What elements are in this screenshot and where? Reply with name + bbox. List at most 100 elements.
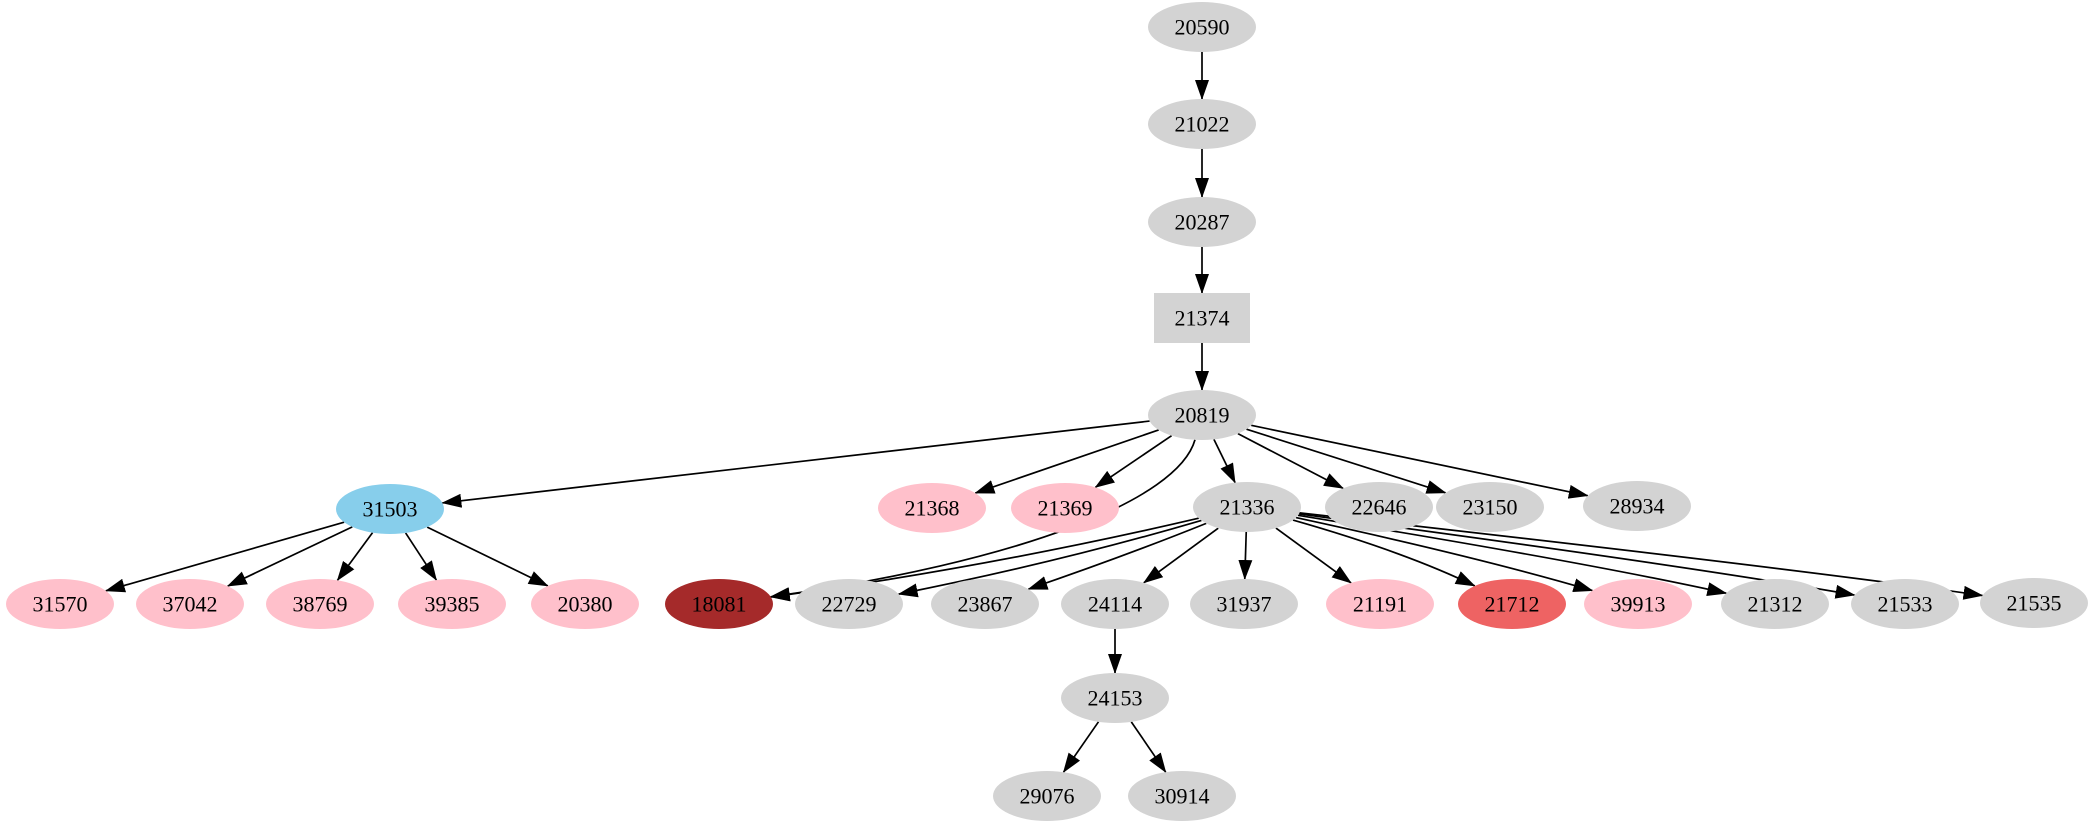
- node-label-20819: 20819: [1175, 403, 1230, 428]
- node-shape-18081: [665, 579, 773, 629]
- node-shape-20287: [1148, 197, 1256, 247]
- node-shape-39913: [1584, 579, 1692, 629]
- edge-21336-21712: [1292, 519, 1476, 587]
- node-label-21369: 21369: [1038, 496, 1093, 521]
- node-shape-20380: [531, 579, 639, 629]
- node-shape-23150: [1436, 482, 1544, 532]
- node-21336: 21336: [1193, 482, 1301, 532]
- node-shape-20819: [1148, 390, 1256, 440]
- node-21374: 21374: [1154, 293, 1250, 343]
- node-label-24114: 24114: [1088, 592, 1142, 617]
- node-shape-29076: [993, 771, 1101, 821]
- edge-20819-22646: [1237, 432, 1344, 490]
- edge-20819-31503: [441, 420, 1150, 508]
- edge-21336-23867: [1027, 522, 1207, 590]
- edge-21336-21191: [1275, 527, 1352, 584]
- node-21369: 21369: [1011, 483, 1119, 533]
- node-30914: 30914: [1128, 771, 1236, 821]
- node-label-31937: 31937: [1217, 592, 1272, 617]
- node-shape-31503: [336, 484, 444, 534]
- node-24153: 24153: [1061, 673, 1169, 723]
- edge-24153-30914: [1130, 721, 1167, 773]
- node-label-31570: 31570: [33, 592, 88, 617]
- node-shape-38769: [266, 579, 374, 629]
- node-shape-20590: [1148, 2, 1256, 52]
- node-label-38769: 38769: [293, 592, 348, 617]
- node-label-29076: 29076: [1020, 784, 1075, 809]
- node-21535: 21535: [1980, 578, 2088, 628]
- node-23867: 23867: [931, 579, 1039, 629]
- edge-20819-21369: [1094, 434, 1173, 489]
- nodes: 20590 21022 20287 21374 20819 31503 21368 21369…: [6, 2, 2088, 821]
- node-label-22729: 22729: [822, 592, 877, 617]
- node-39385: 39385: [398, 579, 506, 629]
- node-label-21191: 21191: [1353, 592, 1407, 617]
- node-label-20380: 20380: [558, 592, 613, 617]
- node-20287: 20287: [1148, 197, 1256, 247]
- node-label-21022: 21022: [1175, 112, 1230, 137]
- node-label-20590: 20590: [1175, 15, 1230, 40]
- edge-31503-37042: [226, 526, 353, 587]
- node-20819: 20819: [1148, 390, 1256, 440]
- node-label-20287: 20287: [1175, 210, 1230, 235]
- node-21533: 21533: [1851, 579, 1959, 629]
- node-31570: 31570: [6, 579, 114, 629]
- node-38769: 38769: [266, 579, 374, 629]
- edge-21336-31937: [1238, 531, 1253, 581]
- node-label-28934: 28934: [1610, 494, 1665, 519]
- node-28934: 28934: [1583, 481, 1691, 531]
- node-label-23867: 23867: [958, 592, 1013, 617]
- node-shape-21535: [1980, 578, 2088, 628]
- node-label-31503: 31503: [363, 497, 418, 522]
- node-21368: 21368: [878, 483, 986, 533]
- node-shape-23867: [931, 579, 1039, 629]
- node-label-21533: 21533: [1878, 592, 1933, 617]
- node-23150: 23150: [1436, 482, 1544, 532]
- node-label-21336: 21336: [1220, 495, 1275, 520]
- node-shape-21712: [1458, 579, 1566, 629]
- node-shape-37042: [136, 579, 244, 629]
- node-shape-24114: [1061, 579, 1169, 629]
- node-label-39385: 39385: [425, 592, 480, 617]
- node-shape-21533: [1851, 579, 1959, 629]
- node-shape-21369: [1011, 483, 1119, 533]
- node-label-21712: 21712: [1485, 592, 1540, 617]
- node-label-18081: 18081: [692, 592, 747, 617]
- edge-31503-39385: [404, 532, 438, 581]
- node-shape-21191: [1326, 579, 1434, 629]
- node-20380: 20380: [531, 579, 639, 629]
- node-shape-21022: [1148, 99, 1256, 149]
- node-29076: 29076: [993, 771, 1101, 821]
- node-24114: 24114: [1061, 579, 1169, 629]
- node-label-21368: 21368: [905, 496, 960, 521]
- node-label-21535: 21535: [2007, 591, 2062, 616]
- edge-20819-23150: [1246, 428, 1447, 494]
- node-shape-21312: [1721, 579, 1829, 629]
- node-22646: 22646: [1325, 482, 1433, 532]
- node-31937: 31937: [1190, 579, 1298, 629]
- node-21191: 21191: [1326, 579, 1434, 629]
- edge-20819-21336: [1213, 439, 1236, 484]
- edge-31503-38769: [336, 532, 374, 582]
- node-shape-21336: [1193, 482, 1301, 532]
- node-21022: 21022: [1148, 99, 1256, 149]
- edges: [104, 52, 1984, 774]
- edge-31503-20380: [426, 526, 549, 587]
- node-39913: 39913: [1584, 579, 1692, 629]
- node-label-24153: 24153: [1088, 686, 1143, 711]
- node-22729: 22729: [795, 579, 903, 629]
- node-label-30914: 30914: [1155, 784, 1210, 809]
- node-label-21312: 21312: [1748, 592, 1803, 617]
- edge-20819-28934: [1251, 424, 1589, 499]
- node-31503: 31503: [336, 484, 444, 534]
- node-label-37042: 37042: [163, 592, 218, 617]
- node-shape-22729: [795, 579, 903, 629]
- edge-20819-21368: [974, 429, 1159, 494]
- node-shape-30914: [1128, 771, 1236, 821]
- node-shape-39385: [398, 579, 506, 629]
- node-shape-21368: [878, 483, 986, 533]
- node-18081: 18081: [665, 579, 773, 629]
- edge-21336-22729: [897, 519, 1202, 598]
- edge-21336-39913: [1295, 516, 1594, 592]
